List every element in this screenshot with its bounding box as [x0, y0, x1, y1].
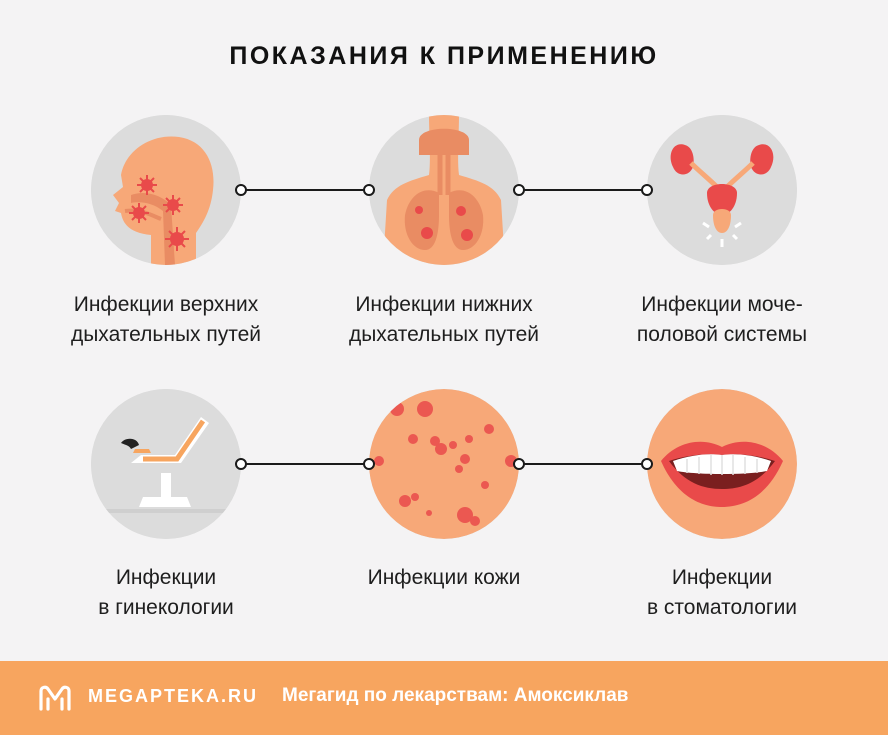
megapteka-logo-icon	[39, 685, 71, 711]
page-title: ПОКАЗАНИЯ К ПРИМЕНЕНИЮ	[229, 42, 659, 70]
lungs-icon	[369, 115, 519, 265]
brand-name[interactable]: MEGAPTEKA.RU	[88, 686, 259, 706]
label-urogenital: Инфекции моче-половой системы	[636, 293, 808, 346]
skin-rash-icon	[369, 389, 519, 539]
label-skin: Инфекции кожи	[367, 566, 521, 589]
footer-tagline: Мегагид по лекарствам: Амоксиклав	[282, 685, 629, 706]
kidneys-icon	[647, 115, 797, 265]
footer-bar: MEGAPTEKA.RU Мегагид по лекарствам: Амок…	[0, 661, 888, 735]
gynecology-chair-icon	[91, 389, 241, 539]
upper-respiratory-icon	[91, 115, 241, 265]
smile-teeth-icon	[647, 389, 797, 539]
